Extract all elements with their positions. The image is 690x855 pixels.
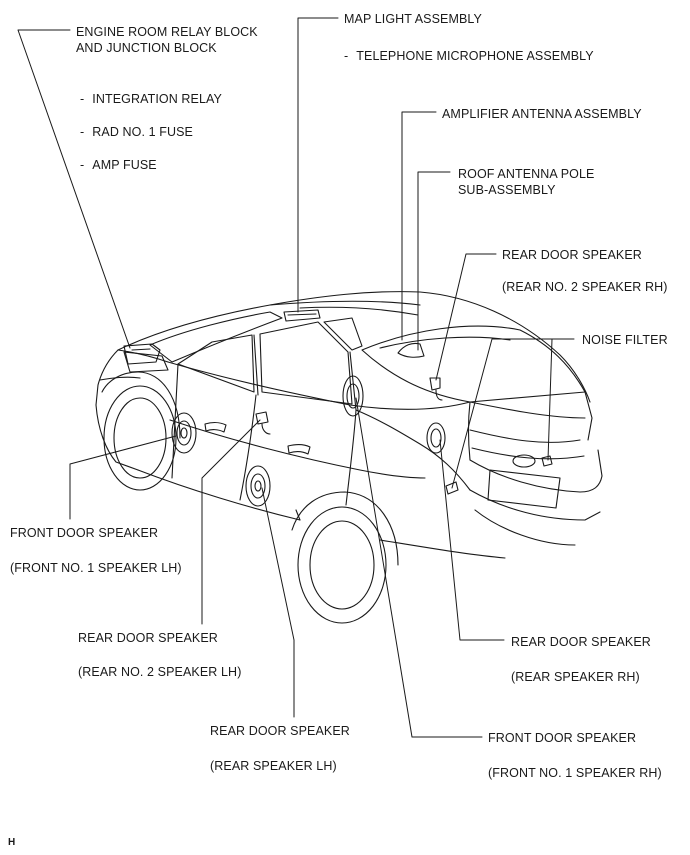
integration-relay-item: -INTEGRATION RELAY <box>80 91 222 107</box>
front-door-speaker-rh-sub: (FRONT NO. 1 SPEAKER RH) <box>488 766 662 780</box>
telephone-microphone-item: -TELEPHONE MICROPHONE ASSEMBLY <box>344 48 594 64</box>
rear-door-speaker-lh-no2-title: REAR DOOR SPEAKER <box>78 631 218 645</box>
list-dash: - <box>344 49 349 63</box>
rear-door-speaker-rh-sub: (REAR SPEAKER RH) <box>511 670 640 684</box>
rear-door-speaker-rh-no2-title: REAR DOOR SPEAKER <box>502 248 642 262</box>
roof-antenna-callout-title-1: ROOF ANTENNA POLE <box>458 167 595 181</box>
rear-door-speaker-rh-title: REAR DOOR SPEAKER <box>511 635 651 649</box>
rear-door-speaker-lh-title: REAR DOOR SPEAKER <box>210 724 350 738</box>
rear-door-speaker-rh-no2-sub: (REAR NO. 2 SPEAKER RH) <box>502 280 668 294</box>
amp-fuse-item: -AMP FUSE <box>80 157 157 173</box>
figure-code: H <box>8 837 16 848</box>
noise-filter-callout-title: NOISE FILTER <box>582 333 668 347</box>
front-door-speaker-lh-part <box>171 412 197 454</box>
rear-door-speaker-rh-part <box>426 422 446 454</box>
rear-no2-speaker-rh-part <box>429 377 443 401</box>
rear-door-speaker-lh-sub: (REAR SPEAKER LH) <box>210 759 337 773</box>
car-body <box>95 291 603 559</box>
rear-door-speaker-lh-no2-sub: (REAR NO. 2 SPEAKER LH) <box>78 665 242 679</box>
rear-no2-speaker-lh-part <box>255 411 271 435</box>
rad-fuse-label: RAD NO. 1 FUSE <box>92 125 193 139</box>
rear-wheel <box>291 491 399 624</box>
noise-filter-parts <box>445 455 553 495</box>
list-dash: - <box>80 125 85 139</box>
front-door-speaker-rh-part <box>342 375 364 417</box>
leader-lines <box>17 17 575 738</box>
front-door-speaker-lh-title: FRONT DOOR SPEAKER <box>10 526 159 540</box>
list-dash: - <box>80 92 85 106</box>
map-light-callout-title: MAP LIGHT ASSEMBLY <box>344 12 482 26</box>
roof-antenna-callout-title-2: SUB-ASSEMBLY <box>458 183 556 197</box>
rad-fuse-item: -RAD NO. 1 FUSE <box>80 124 193 140</box>
front-wheel <box>101 371 181 491</box>
amp-fuse-label: AMP FUSE <box>92 158 157 172</box>
front-door-speaker-lh-sub: (FRONT NO. 1 SPEAKER LH) <box>10 561 182 575</box>
engine-room-callout-title-2: AND JUNCTION BLOCK <box>76 41 217 55</box>
integration-relay-label: INTEGRATION RELAY <box>92 92 222 106</box>
telephone-microphone-label: TELEPHONE MICROPHONE ASSEMBLY <box>356 49 594 63</box>
list-dash: - <box>80 158 85 172</box>
front-door-speaker-rh-title: FRONT DOOR SPEAKER <box>488 731 637 745</box>
amplifier-antenna-callout-title: AMPLIFIER ANTENNA ASSEMBLY <box>442 107 642 121</box>
rear-door-speaker-lh-part <box>245 465 271 507</box>
engine-room-callout-title-1: ENGINE ROOM RELAY BLOCK <box>76 25 258 39</box>
engine-room-block-part <box>123 343 161 365</box>
